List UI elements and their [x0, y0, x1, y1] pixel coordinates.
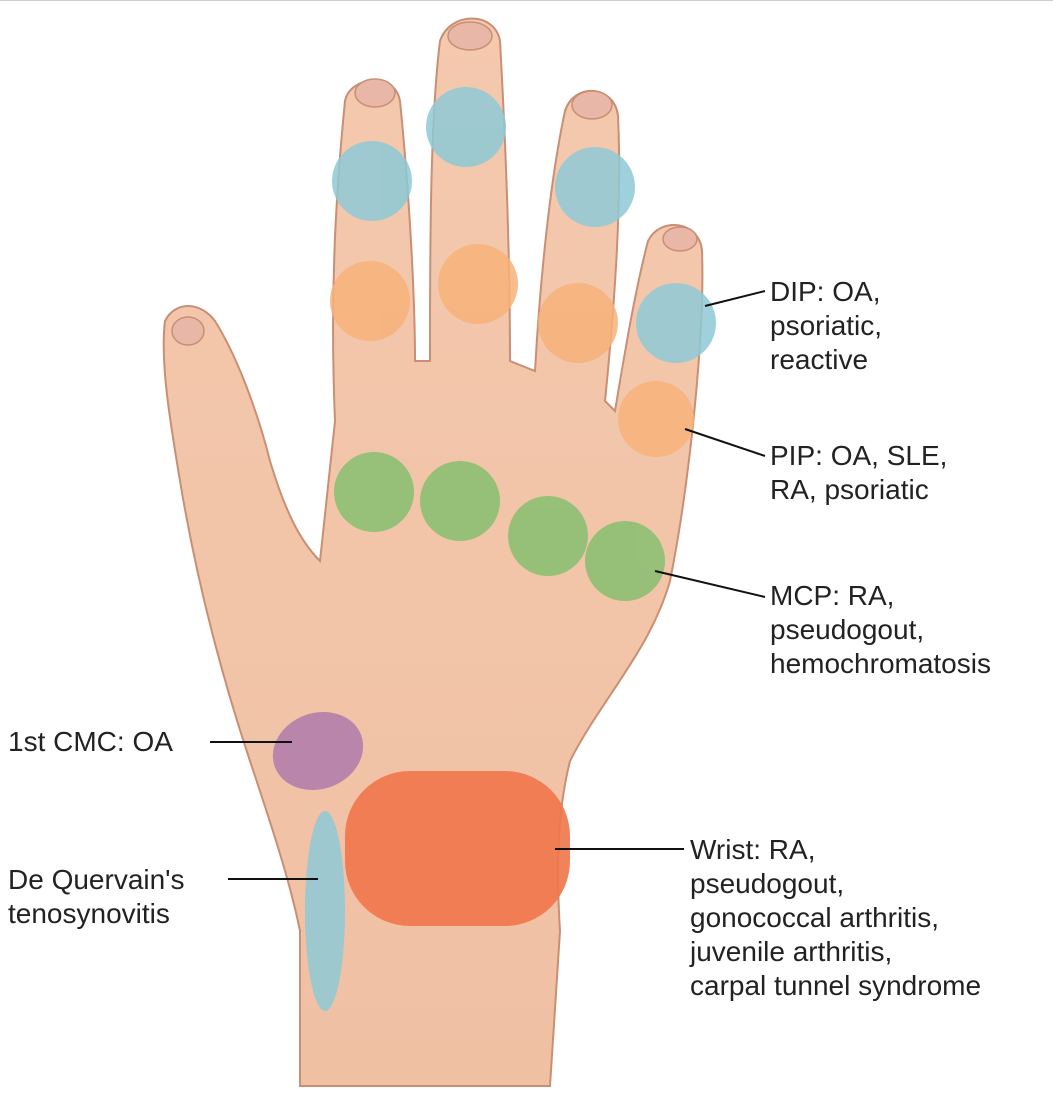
- wrist-label: Wrist: RA, pseudogout, gonococcal arthri…: [690, 833, 981, 1003]
- wrist-label-line: juvenile arthritis,: [690, 936, 893, 967]
- dip-label-line: DIP: OA,: [770, 276, 881, 307]
- mcp-label-line: pseudogout,: [770, 614, 925, 645]
- dip-label: DIP: OA, psoriatic, reactive: [770, 275, 882, 377]
- cmc-joint-marker: [272, 711, 364, 791]
- pip-marker: [538, 283, 618, 363]
- pip-marker: [330, 261, 410, 341]
- wrist-label-line: Wrist: RA,: [690, 834, 816, 865]
- wrist-label-line: pseudogout,: [690, 868, 845, 899]
- fingernails: [171, 21, 698, 346]
- pip-label-line: RA, psoriatic: [770, 474, 929, 505]
- mcp-marker: [420, 461, 500, 541]
- mcp-label-line: hemochromatosis: [770, 648, 991, 679]
- wrist-label-line: gonococcal arthritis,: [690, 902, 940, 933]
- dequervain-label-line: De Quervain's: [8, 864, 185, 895]
- pip-marker: [438, 244, 518, 324]
- cmc-label: 1st CMC: OA: [8, 725, 173, 759]
- dip-label-line: psoriatic,: [770, 310, 883, 341]
- mcp-marker: [508, 496, 588, 576]
- dip-marker: [555, 147, 635, 227]
- dequervain-marker: [305, 811, 345, 1011]
- dip-label-line: reactive: [770, 344, 869, 375]
- pip-joint-markers: [330, 244, 694, 457]
- dequervain-label-line: tenosynovitis: [8, 898, 170, 929]
- mcp-marker: [585, 521, 665, 601]
- pip-marker: [618, 381, 694, 457]
- mcp-label: MCP: RA, pseudogout, hemochromatosis: [770, 579, 991, 681]
- leader-lines: [210, 290, 766, 880]
- dequervain-label: De Quervain's tenosynovitis: [8, 863, 185, 931]
- mcp-joint-markers: [334, 452, 665, 601]
- pip-label-line: PIP: OA, SLE,: [770, 440, 948, 471]
- pip-label: PIP: OA, SLE, RA, psoriatic: [770, 439, 947, 507]
- cmc-label-line: 1st CMC: OA: [8, 726, 173, 757]
- mcp-label-line: MCP: RA,: [770, 580, 895, 611]
- dip-marker: [426, 87, 506, 167]
- wrist-marker: [345, 771, 570, 926]
- dip-joint-markers: [332, 87, 716, 363]
- dip-marker: [636, 283, 716, 363]
- mcp-marker: [334, 452, 414, 532]
- dip-marker: [332, 141, 412, 221]
- wrist-label-line: carpal tunnel syndrome: [690, 970, 982, 1001]
